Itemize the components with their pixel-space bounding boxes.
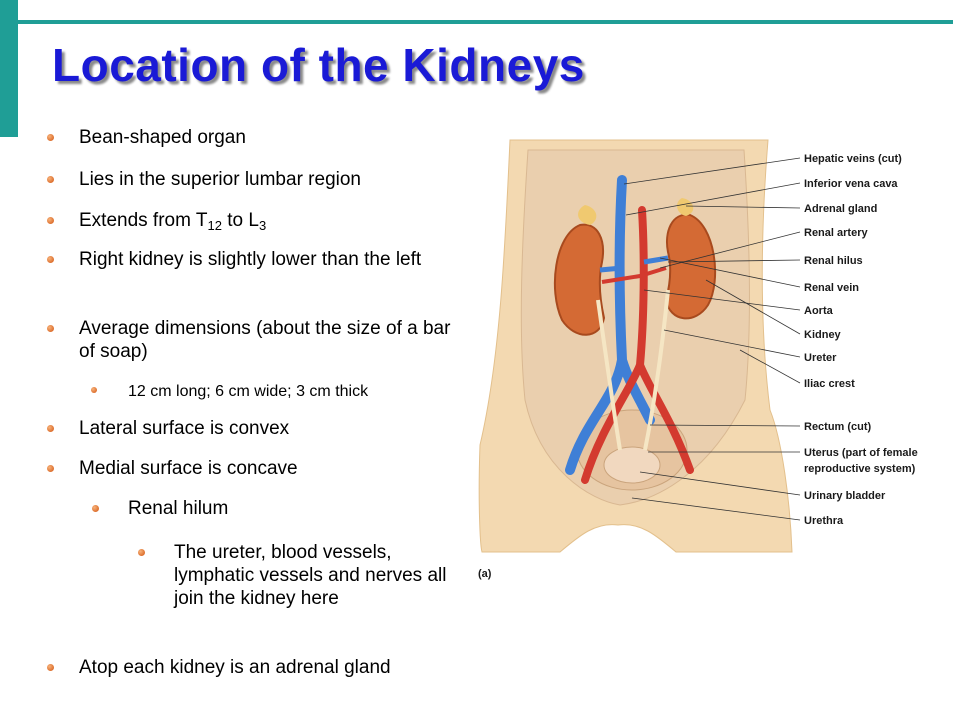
bullet-text: Lateral surface is convex [79, 418, 290, 439]
bullet-item: Atop each kidney is an adrenal gland [47, 656, 449, 679]
renal-artery [601, 266, 667, 284]
bullet-text: Right kidney is slightly lower than the … [79, 249, 422, 270]
bullet-dot-icon [47, 664, 54, 671]
bullet-dot-icon [47, 176, 54, 183]
bladder-shape [603, 446, 661, 484]
bullet-item: Right kidney is slightly lower than the … [47, 248, 439, 271]
bullet-item-subsub: The ureter, blood vessels, lymphatic ves… [138, 541, 464, 610]
bullet-dot-icon [47, 217, 54, 224]
bullet-item: Lateral surface is convex [47, 417, 469, 440]
bullet-item: Medial surface is concave [47, 457, 469, 480]
bullet-dot-icon [47, 325, 54, 332]
label-renal-hilus: Renal hilus [804, 255, 863, 267]
label-ureter: Ureter [804, 352, 837, 364]
adrenal-gland-right [578, 205, 597, 225]
bullet-text: The ureter, blood vessels, lymphatic ves… [174, 542, 447, 609]
kidney-anatomy-figure: Hepatic veins (cut) Inferior vena cava A… [478, 139, 918, 580]
accent-bar-left [0, 0, 18, 137]
label-renal-artery: Renal artery [804, 227, 868, 239]
bullet-text: Renal hilum [128, 498, 229, 519]
bullet-text: Medial surface is concave [79, 458, 298, 479]
label-kidney: Kidney [804, 329, 842, 341]
bullet-item-sub: Renal hilum [92, 497, 468, 520]
ureter-left [643, 289, 670, 451]
label-iliac-crest: Iliac crest [804, 378, 855, 390]
bullet-dot-icon [47, 134, 54, 141]
label-renal-vein: Renal vein [804, 282, 859, 294]
bullet-item: Lies in the superior lumbar region [47, 168, 469, 191]
bullet-dot-icon [138, 549, 145, 556]
label-hepatic-veins: Hepatic veins (cut) [804, 153, 902, 165]
bullet-item: Average dimensions (about the size of a … [47, 317, 469, 363]
bullet-dot-icon [47, 465, 54, 472]
bullet-dot-icon [47, 425, 54, 432]
subscript: 3 [258, 218, 267, 233]
bullet-dot-icon [91, 387, 97, 393]
vena-cava [565, 175, 655, 475]
ureter-right [596, 299, 622, 451]
slide-title: Location of the Kidneys [52, 39, 585, 91]
leader-lines [623, 157, 801, 521]
label-rectum: Rectum (cut) [804, 421, 872, 433]
bullet-text: Lies in the superior lumbar region [79, 169, 361, 190]
bullet-item: Bean-shaped organ [47, 126, 469, 149]
figure-panel-label: (a) [478, 568, 492, 580]
bullet-dot-icon [92, 505, 99, 512]
label-aorta: Aorta [804, 305, 834, 317]
label-uterus-line2: reproductive system) [804, 463, 916, 475]
bullet-text-mid: to L [221, 210, 259, 231]
bullet-text: Average dimensions (about the size of a … [79, 318, 451, 362]
bullet-list: Bean-shaped organ Lies in the superior l… [0, 0, 470, 720]
bullet-dot-icon [47, 256, 54, 263]
label-adrenal-gland: Adrenal gland [804, 203, 877, 215]
bullet-item: Extends from T12 to L3 [47, 209, 469, 233]
bullet-text: Atop each kidney is an adrenal gland [79, 657, 391, 678]
bullet-item-sub: 12 cm long; 6 cm wide; 3 cm thick [91, 380, 468, 403]
subscript: 12 [207, 218, 222, 233]
label-urinary-bladder: Urinary bladder [804, 490, 886, 502]
bullet-text: Bean-shaped organ [79, 127, 246, 148]
label-urethra: Urethra [804, 515, 844, 527]
adrenal-gland-left [677, 198, 694, 216]
accent-bar-top [18, 20, 953, 24]
bullet-text: 12 cm long; 6 cm wide; 3 cm thick [128, 383, 369, 400]
label-inferior-vena-cava: Inferior vena cava [804, 178, 898, 190]
label-uterus-line1: Uterus (part of female [804, 447, 918, 459]
bullet-text-pre: Extends from T [79, 210, 208, 231]
